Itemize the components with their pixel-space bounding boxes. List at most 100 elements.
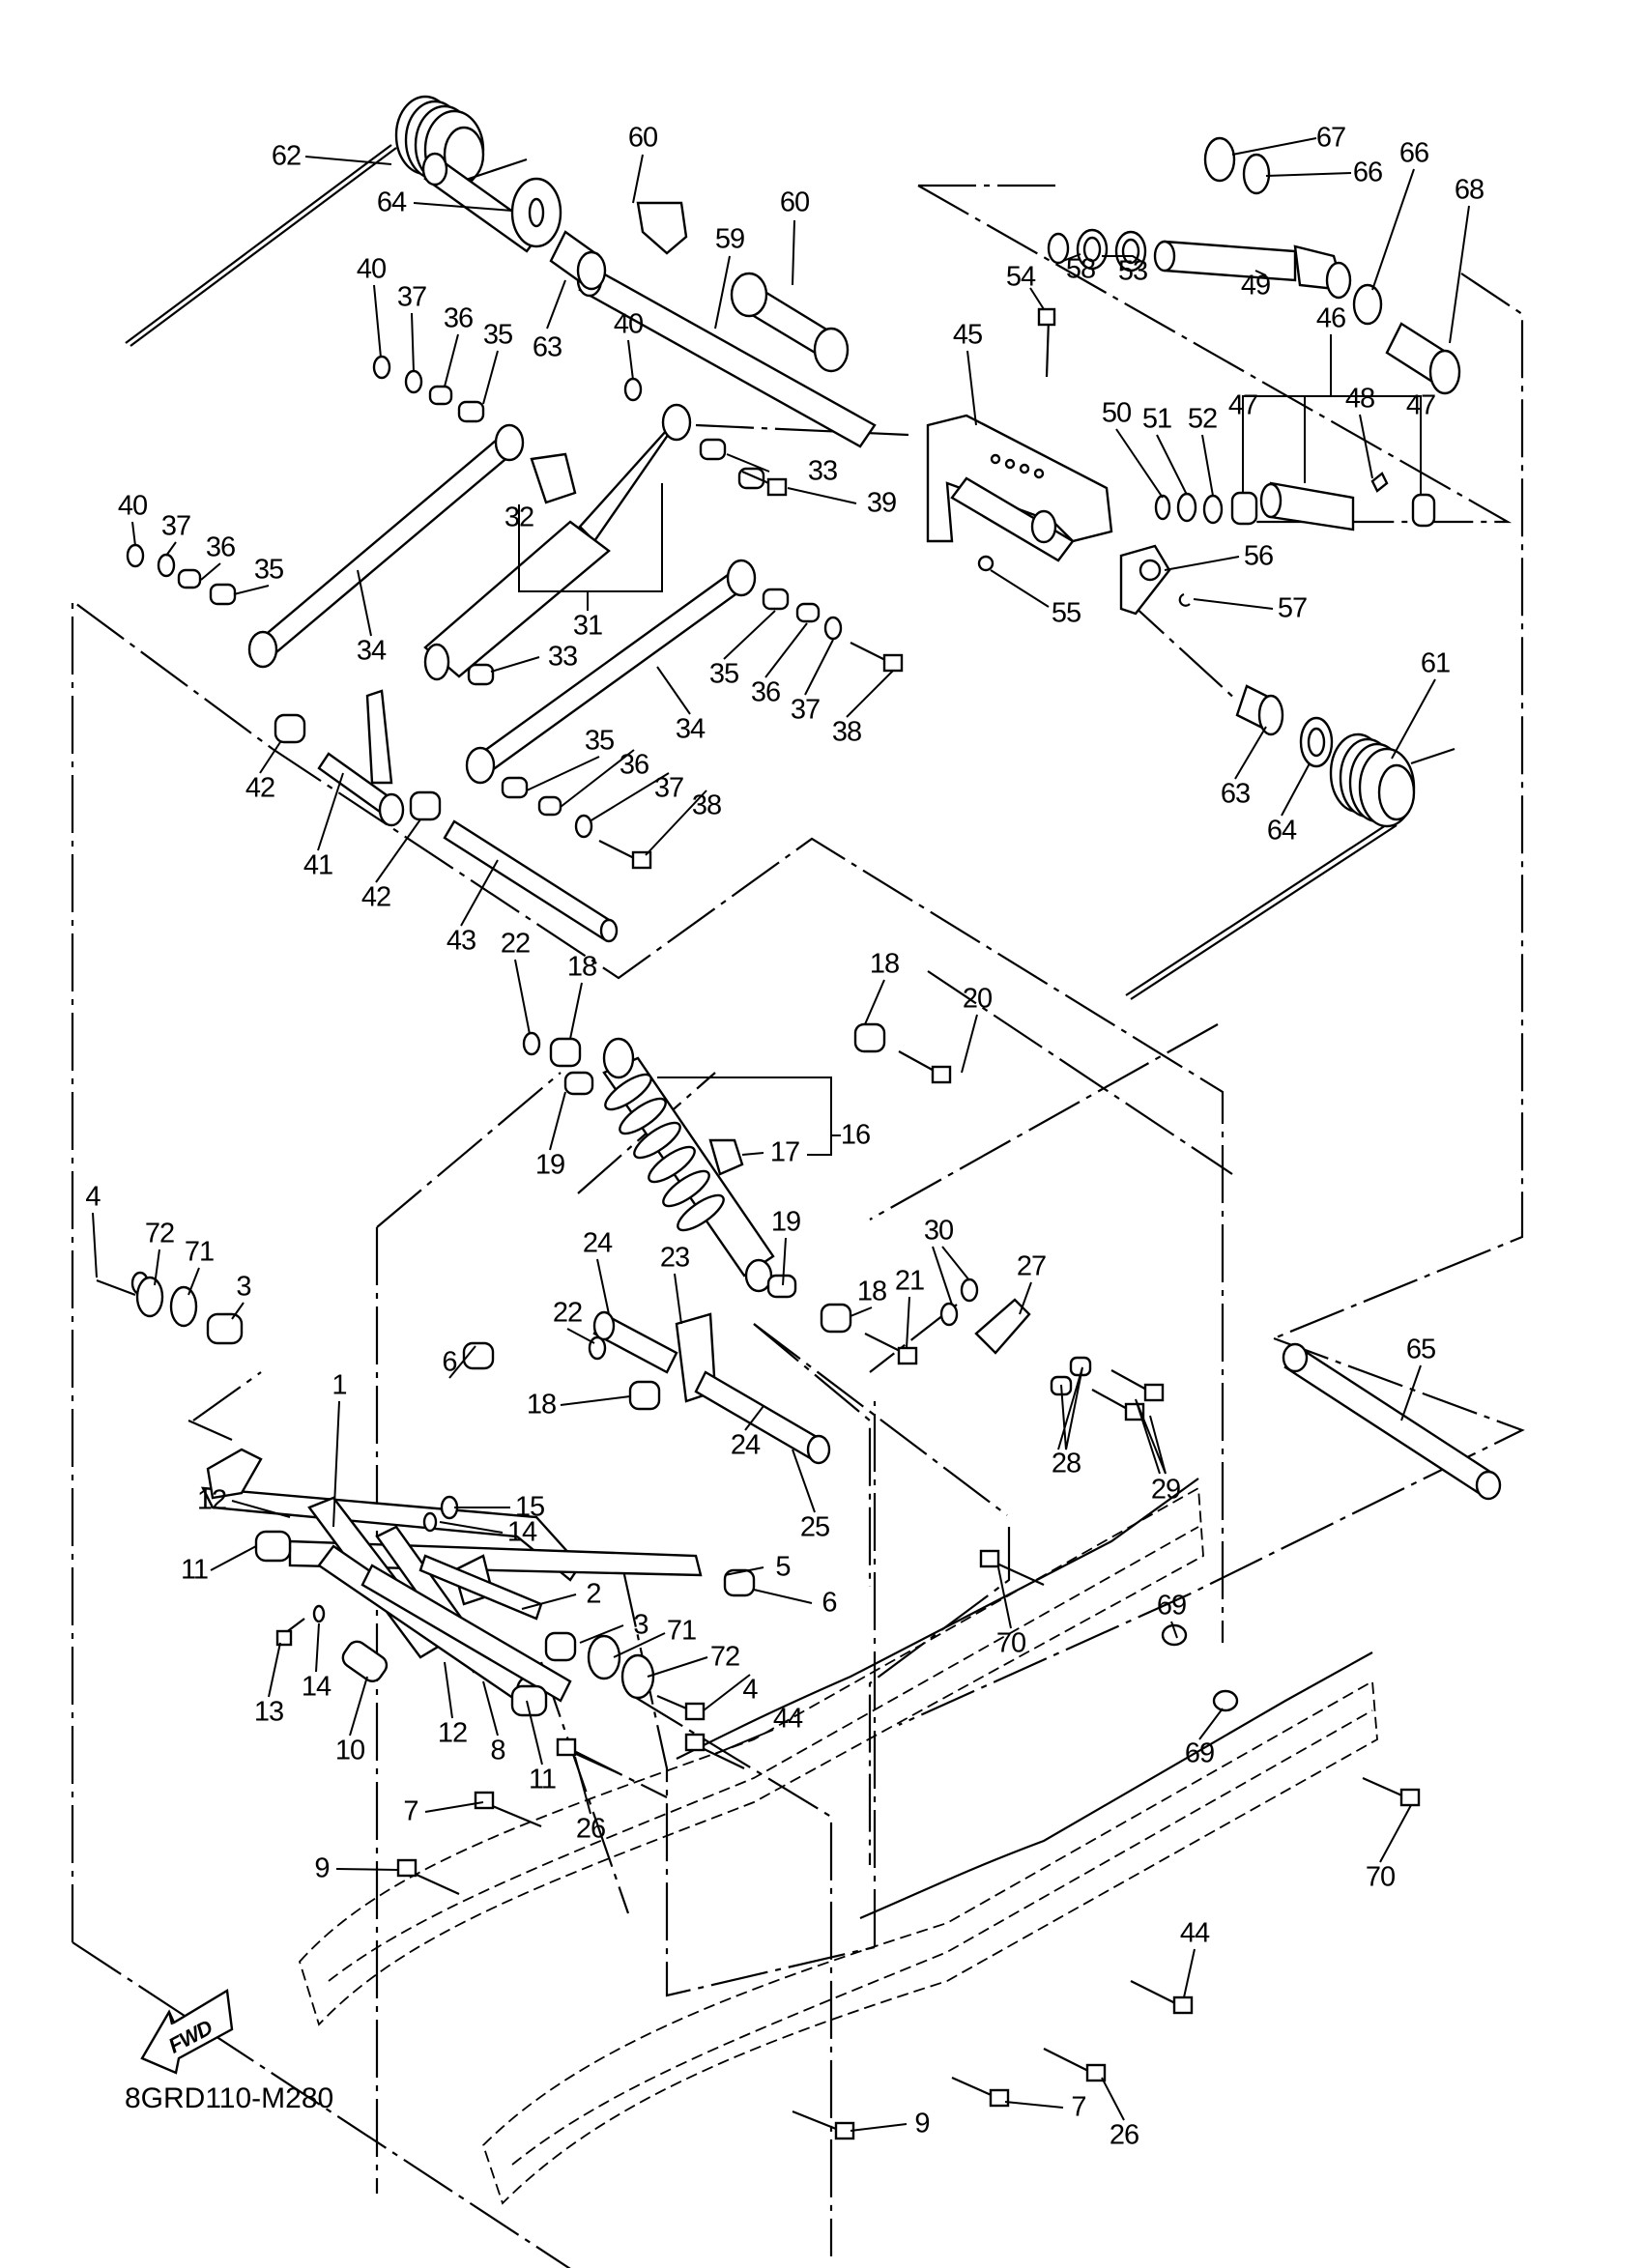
callout-46: 46 (1315, 302, 1346, 334)
callout-40: 40 (356, 253, 387, 285)
callout-64: 64 (376, 187, 407, 218)
callout-35: 35 (253, 554, 284, 586)
callout-31: 31 (572, 610, 603, 642)
callout-42: 42 (245, 772, 275, 804)
torsion-spring-right (1125, 732, 1456, 1000)
callout-18: 18 (856, 1276, 887, 1307)
callout-47: 47 (1227, 389, 1258, 421)
callout-36: 36 (443, 302, 474, 334)
diagram-code: 8GRD110-M280 (125, 2082, 334, 2114)
damper-31 (423, 403, 692, 681)
callout-37: 37 (653, 772, 684, 804)
callout-27: 27 (1016, 1250, 1047, 1282)
callout-30: 30 (923, 1215, 954, 1247)
callout-3: 3 (633, 1609, 649, 1641)
callout-9: 9 (314, 1852, 330, 1884)
callout-8: 8 (490, 1735, 505, 1766)
shock-absorber-16 (602, 1037, 775, 1293)
callout-50: 50 (1101, 397, 1132, 429)
callout-1: 1 (331, 1369, 347, 1401)
plate-27-and-hardware (939, 1278, 1165, 1421)
callout-48: 48 (1344, 383, 1375, 415)
callout-70: 70 (995, 1627, 1026, 1659)
bolts-38-39 (598, 470, 904, 870)
callout-35: 35 (584, 725, 615, 757)
callout-54: 54 (1005, 261, 1036, 293)
callout-72: 72 (144, 1218, 175, 1249)
rail-hardware (396, 1549, 1421, 2140)
callout-40: 40 (117, 490, 148, 522)
callout-64: 64 (1266, 815, 1297, 847)
callout-34: 34 (675, 713, 706, 745)
callout-36: 36 (619, 749, 649, 781)
callout-37: 37 (160, 510, 191, 542)
callout-16: 16 (840, 1119, 871, 1151)
nuts-53-58 (1047, 228, 1147, 273)
callout-24: 24 (730, 1429, 761, 1461)
callout-65: 65 (1405, 1334, 1436, 1365)
callout-53: 53 (1117, 255, 1148, 287)
shaft-65 (1282, 1342, 1502, 1501)
plate-23-and-shafts-24-25 (588, 1310, 831, 1465)
callout-63: 63 (532, 331, 562, 363)
collars-66-67-68 (1203, 136, 1461, 395)
callout-63: 63 (1220, 778, 1251, 810)
callout-28: 28 (1051, 1448, 1081, 1479)
callout-22: 22 (552, 1297, 583, 1329)
callout-69: 69 (1156, 1590, 1187, 1622)
callout-59: 59 (714, 223, 745, 255)
callout-55: 55 (1051, 597, 1081, 629)
callout-57: 57 (1277, 592, 1308, 624)
callout-7: 7 (403, 1795, 418, 1827)
bolt-54 (1037, 307, 1056, 378)
callout-35: 35 (482, 319, 513, 351)
slide-rail-right (481, 1651, 1378, 2205)
callout-66: 66 (1352, 157, 1383, 188)
callout-19: 19 (770, 1206, 801, 1238)
front-arm-hardware (96, 1271, 756, 1721)
callout-11: 11 (528, 1764, 557, 1795)
callout-40: 40 (613, 308, 644, 340)
callout-38: 38 (831, 716, 862, 748)
callout-15: 15 (514, 1491, 545, 1523)
callout-5: 5 (775, 1551, 791, 1583)
callout-11: 11 (180, 1554, 209, 1586)
callout-38: 38 (691, 789, 722, 821)
callout-20: 20 (962, 983, 993, 1015)
callout-18: 18 (566, 951, 597, 983)
callout-37: 37 (396, 281, 427, 313)
callout-4: 4 (85, 1181, 101, 1213)
callout-44: 44 (772, 1703, 803, 1735)
leader-lines (92, 137, 1470, 2132)
forward-direction-arrow (140, 1989, 234, 2075)
callout-14: 14 (301, 1671, 331, 1703)
callout-13: 13 (253, 1696, 284, 1728)
small-bushings-35-36-37-40 (126, 355, 843, 839)
shock-hardware (522, 1022, 952, 1365)
callout-33: 33 (807, 455, 838, 487)
callout-14: 14 (506, 1516, 537, 1548)
callout-52: 52 (1187, 403, 1218, 435)
callout-58: 58 (1065, 253, 1096, 285)
callout-56: 56 (1243, 540, 1274, 572)
callout-29: 29 (1150, 1474, 1181, 1506)
callout-3: 3 (236, 1271, 251, 1303)
callout-6: 6 (822, 1587, 837, 1619)
bracket-45 (926, 414, 1113, 562)
callout-22: 22 (500, 928, 531, 960)
callout-9: 9 (914, 2108, 930, 2139)
callout-44: 44 (1179, 1917, 1210, 1949)
bracket-41-and-shaft-43 (274, 689, 619, 943)
plate-56 (977, 544, 1191, 616)
bushing-63 (549, 230, 607, 291)
callout-60: 60 (627, 122, 658, 154)
link-34-upper (247, 423, 525, 669)
callout-26: 26 (1109, 2119, 1139, 2151)
callout-66: 66 (1398, 137, 1429, 169)
callout-68: 68 (1454, 174, 1484, 206)
callout-33: 33 (547, 641, 578, 673)
callout-12: 12 (196, 1484, 227, 1516)
link-34-lower (465, 559, 757, 785)
callout-6: 6 (442, 1346, 457, 1378)
callout-26: 26 (575, 1813, 606, 1845)
